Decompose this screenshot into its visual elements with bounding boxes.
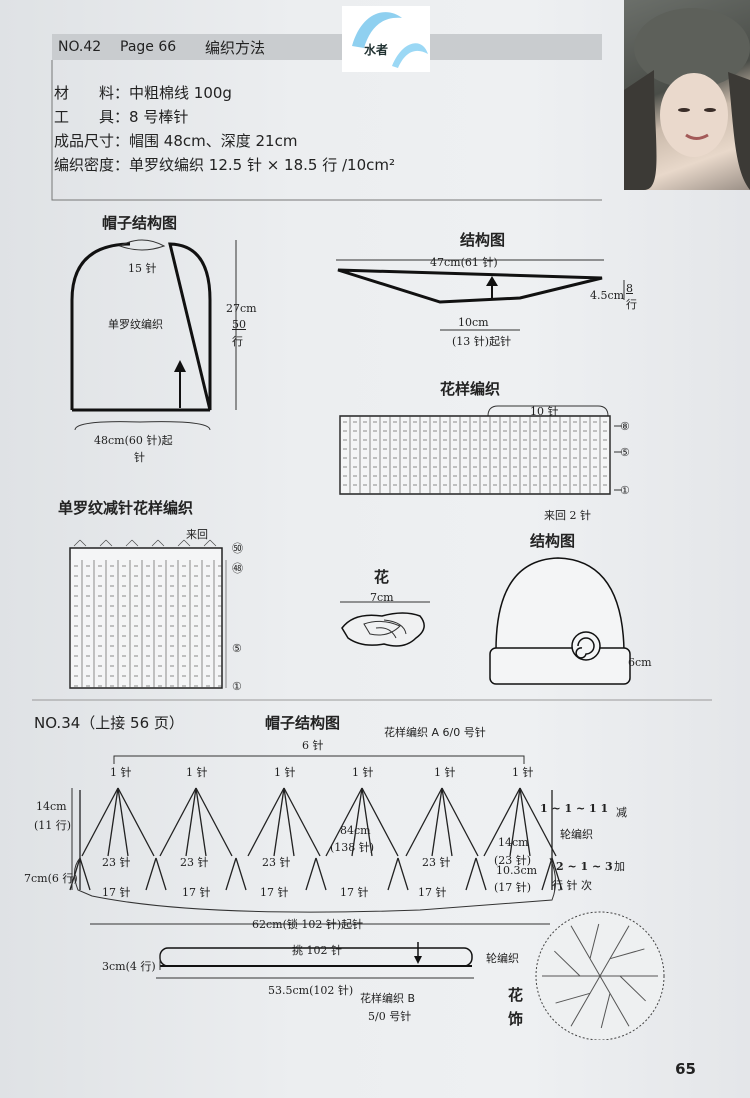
materials-row-size: 成品尺寸：帽围 48cm、深度 21cm — [54, 132, 298, 150]
flower-title: 花 — [374, 568, 390, 586]
no34-increase-row: 行 针 次 — [552, 879, 592, 892]
no34-stitch-1c: 1 针 — [274, 766, 296, 779]
hat-height-unit: 行 — [232, 335, 243, 348]
no34-17-d: 17 针 — [340, 886, 369, 899]
no34-23-d: 23 针 — [422, 856, 451, 869]
pattern-chart — [339, 405, 622, 495]
brim-structure-title: 结构图 — [460, 231, 506, 249]
pattern-row-5: ⑤ — [620, 446, 630, 459]
no34-mid2: (138 针) — [330, 841, 375, 854]
no34-increase-label: 加 — [614, 860, 625, 873]
brim-structure-diagram — [336, 259, 625, 331]
page-number: 65 — [675, 1060, 696, 1078]
brim-width-label: 47cm(61 针) — [430, 256, 498, 269]
no34-round-knit: 轮编织 — [560, 828, 593, 841]
header-bar — [52, 34, 602, 60]
decrease-row-48: ㊽ — [232, 562, 243, 575]
no34-title: 帽子结构图 — [265, 714, 341, 732]
no34-17-a: 17 针 — [102, 886, 131, 899]
no34-diagram — [69, 755, 665, 1040]
materials-row-yarn: 材 料：中粗棉线 100g — [54, 84, 232, 102]
hat-top-label: 15 针 — [128, 262, 157, 275]
no34-stitch-1f: 1 针 — [512, 766, 534, 779]
no34-pick: 挑 102 针 — [292, 944, 342, 957]
no34-increase: 2 ~ 1 ~ 3 — [556, 860, 613, 873]
no34-17-b: 17 针 — [182, 886, 211, 899]
no34-decrease-label: 减 — [616, 806, 627, 819]
no34-stitch-1d: 1 针 — [352, 766, 374, 779]
brim-bottom-label: 10cm — [458, 316, 489, 329]
no34-patternA: 花样编织 A 6/0 号针 — [384, 726, 486, 739]
brim-side-unit: 行 — [626, 298, 637, 311]
decrease-row-50: ㊿ — [232, 542, 243, 555]
no34-right-h2: (17 针) — [494, 881, 532, 894]
no34-bottom: 62cm(锁 102 针)起针 — [252, 918, 364, 931]
hat-structure-title: 帽子结构图 — [102, 214, 178, 232]
no34-patternB: 花样编织 B — [360, 992, 416, 1005]
no34-right-w: 14cm — [498, 836, 529, 849]
header-page: Page 66 — [120, 39, 177, 55]
no34-right-w2: (23 针) — [494, 854, 532, 867]
no34-stitch-1a: 1 针 — [110, 766, 132, 779]
no34-stitch-1b: 1 针 — [186, 766, 208, 779]
brim-side-label: 4.5cm — [590, 289, 625, 302]
hat-bottom-label: 48cm(60 针)起 — [94, 434, 173, 447]
decrease-title: 单罗纹减针花样编织 — [58, 499, 194, 517]
pattern-repeat-label: 10 针 — [530, 405, 559, 418]
materials-row-gauge: 编织密度：单罗纹编织 12.5 针 × 18.5 行 /10cm² — [54, 156, 396, 174]
hat-view-brim: 6cm — [628, 656, 652, 669]
no34-needleB: 5/0 号针 — [368, 1010, 412, 1023]
no34-right-h: 10.3cm — [496, 864, 538, 877]
hat-view-title: 结构图 — [530, 532, 576, 550]
no34-17-c: 17 针 — [260, 886, 289, 899]
flower-drawing — [340, 601, 430, 647]
pattern-row-1: ① — [620, 484, 630, 497]
hat-view-drawing — [489, 557, 631, 685]
no34-flower-label2: 饰 — [508, 1010, 524, 1028]
no34-band-h: 3cm(4 行) — [102, 960, 156, 973]
no34-stitch-1e: 1 针 — [434, 766, 456, 779]
pattern-title: 花样编织 — [440, 380, 501, 398]
decrease-row-5: ⑤ — [232, 642, 242, 655]
materials-row-tool: 工 具：8 号棒针 — [54, 108, 189, 126]
hat-bottom-label2: 针 — [134, 451, 145, 464]
no34-23-c: 23 针 — [262, 856, 291, 869]
no34-left-h1-rows: (11 行) — [34, 819, 72, 832]
model-photo — [624, 0, 750, 190]
no34-23-a: 23 针 — [102, 856, 131, 869]
header-method: 编织方法 — [205, 39, 266, 57]
hat-center-label: 单罗纹编织 — [108, 318, 163, 331]
pattern-note: 来回 2 针 — [544, 509, 591, 522]
no34-band-round: 轮编织 — [486, 952, 519, 965]
hat-structure-diagram — [70, 239, 237, 430]
watermark-logo: 水者 — [342, 6, 430, 72]
watermark-logo-text: 水者 — [364, 42, 388, 57]
no34-band-w: 53.5cm(102 针) — [268, 984, 354, 997]
flower-width: 7cm — [370, 591, 394, 604]
no34-17-e: 17 针 — [418, 886, 447, 899]
brim-side-rows: 8 — [626, 282, 633, 295]
decrease-note: 来回 — [186, 528, 208, 541]
no34-heading: NO.34（上接 56 页） — [34, 714, 184, 732]
no34-left-h1: 14cm — [36, 800, 67, 813]
no34-mid: 84cm — [340, 824, 371, 837]
no34-top-span: 6 针 — [302, 739, 324, 752]
no34-flower-label: 花 — [508, 986, 524, 1004]
hat-height-rows: 50 — [232, 318, 246, 331]
brim-bottom-label2: (13 针)起针 — [452, 335, 512, 348]
decrease-row-1: ① — [232, 680, 242, 693]
header-no: NO.42 — [58, 39, 102, 55]
pattern-row-8: ⑧ — [620, 420, 630, 433]
hat-height-label: 27cm — [226, 302, 257, 315]
no34-23-b: 23 针 — [180, 856, 209, 869]
no34-left-h2: 7cm(6 行) — [24, 872, 78, 885]
no34-decrease: 1 ~ 1 ~ 1 1 — [540, 802, 609, 815]
decrease-chart — [69, 539, 227, 689]
